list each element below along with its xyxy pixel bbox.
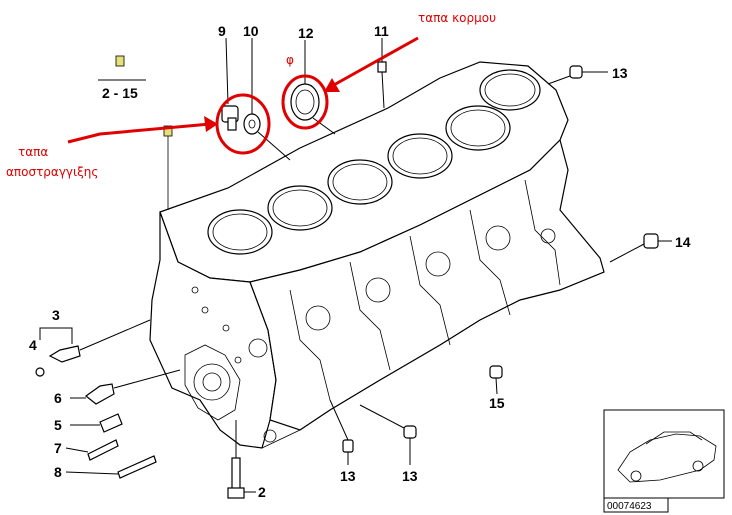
cylinder-bores [207, 69, 541, 255]
cylinder-bore [479, 69, 541, 111]
callout-14: 14 [675, 234, 691, 250]
thumbnail-frame [603, 409, 725, 499]
dowel-pin [377, 61, 387, 73]
block-plug-arrow [331, 36, 419, 88]
cylinder-bore [207, 209, 273, 255]
thumbnail-code-box [603, 497, 669, 513]
sleeve-part [99, 413, 123, 433]
drain-plug-label-line1: ταπα [18, 145, 48, 159]
drain-plug-part [221, 105, 239, 131]
callout-15: 15 [489, 395, 505, 411]
block-plug-label: ταπα κορμου [418, 11, 496, 25]
block-plug-circle [281, 74, 329, 130]
callout-13: 13 [612, 65, 628, 81]
callout-9: 9 [218, 23, 226, 39]
callout-12: 12 [298, 25, 314, 41]
cylinder-bore [267, 185, 333, 231]
callout-5: 5 [54, 417, 62, 433]
drain-plug-label-line2: αποστραγγιξης [6, 165, 98, 179]
reference-marker-icon [115, 55, 125, 67]
callout-8: 8 [54, 464, 62, 480]
cylinder-bore [445, 105, 511, 151]
callout-4: 4 [29, 337, 37, 353]
dowel-sleeve [489, 365, 503, 379]
dowel-sleeve [342, 439, 354, 453]
bushing [643, 233, 659, 249]
callout-13: 13 [402, 468, 418, 484]
callout-6: 6 [54, 390, 62, 406]
callout-2: 2 [258, 484, 266, 500]
callout-10: 10 [243, 23, 259, 39]
dowel-sleeve [569, 65, 583, 79]
cylinder-bore [327, 159, 393, 205]
reference-label: 2 - 15 [102, 85, 138, 101]
thumbnail-code: 00074623 [607, 501, 652, 512]
drain-plug-circle [215, 93, 271, 155]
car-icon [617, 433, 717, 483]
block-ribs [289, 179, 561, 401]
dowel-sleeve [403, 425, 417, 439]
sensor-part [35, 345, 81, 377]
long-pin [117, 455, 157, 479]
cylinder-bore [387, 133, 453, 179]
bolt-part [85, 383, 115, 405]
callout-11: 11 [374, 23, 389, 39]
washer-part [243, 113, 261, 135]
drain-plug-arrow [67, 122, 211, 144]
head-bolt [227, 457, 245, 499]
dowel-pin [87, 439, 119, 461]
callout-3: 3 [52, 307, 60, 323]
callout-13: 13 [340, 468, 356, 484]
red-annotations: ταπα αποστραγγιξης ταπα κορμου φ [6, 11, 496, 179]
small-mark: φ [286, 53, 294, 67]
callout-7: 7 [54, 440, 62, 456]
block-plug-part [290, 83, 320, 121]
vehicle-thumbnail: 00074623 [603, 409, 725, 513]
